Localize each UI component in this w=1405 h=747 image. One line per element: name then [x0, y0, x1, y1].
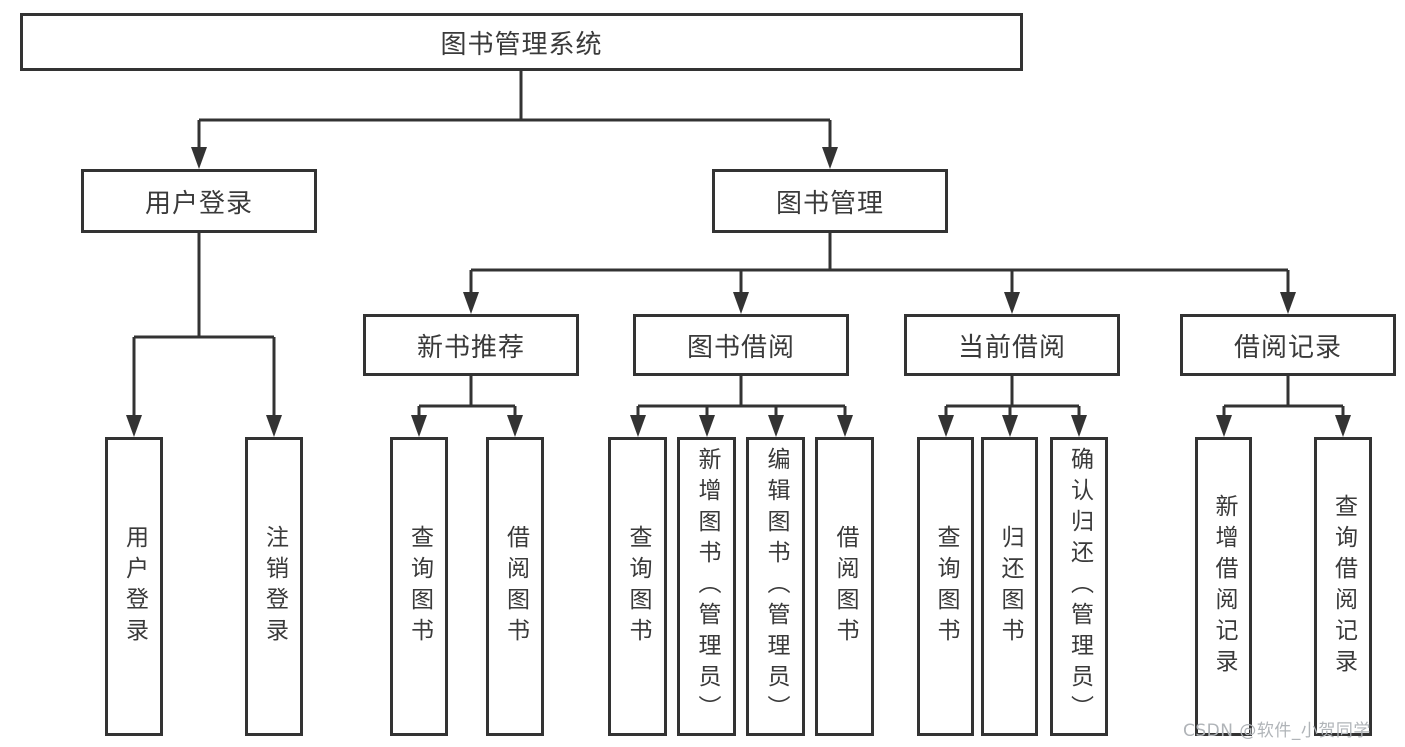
- arrowheads: [126, 147, 1351, 437]
- arrowhead-icon: [1002, 415, 1018, 437]
- arrowhead-icon: [1280, 292, 1296, 314]
- node-label: 新增借阅记录: [1211, 493, 1237, 680]
- node-label: 当前借阅: [957, 332, 1066, 363]
- leaf-edit-books-admin: 编辑图书（管理员）: [746, 437, 805, 736]
- arrowhead-icon: [507, 415, 523, 437]
- leaf-return-books: 归还图书: [981, 437, 1038, 736]
- leaf-user-login: 用户登录: [105, 437, 163, 736]
- node-label: 图书借阅: [686, 332, 795, 363]
- node-label: 新书推荐: [416, 332, 525, 363]
- node-label: 图书管理: [775, 188, 884, 219]
- leaf-add-borrow-record: 新增借阅记录: [1195, 437, 1252, 736]
- arrowhead-icon: [822, 147, 838, 169]
- arrowhead-icon: [733, 292, 749, 314]
- node-label: 借阅记录: [1233, 332, 1342, 363]
- arrowhead-icon: [1071, 415, 1087, 437]
- arrowhead-icon: [126, 415, 142, 437]
- leaf-query-books-current: 查询图书: [917, 437, 974, 736]
- leaf-logout: 注销登录: [245, 437, 303, 736]
- connector-user-login: [132, 233, 276, 418]
- arrowhead-icon: [1004, 292, 1020, 314]
- leaf-query-books-borrowing: 查询图书: [608, 437, 667, 736]
- arrowhead-icon: [1335, 415, 1351, 437]
- leaf-add-books-admin: 新增图书（管理员）: [677, 437, 736, 736]
- node-label: 查询图书: [406, 524, 433, 649]
- connector-book-management: [469, 233, 1290, 295]
- connector-borrowing-records: [1222, 376, 1345, 418]
- watermark: CSDN @软件_小贺同学: [1183, 721, 1371, 741]
- node-book-management: 图书管理: [712, 169, 948, 233]
- leaf-query-books-recommend: 查询图书: [390, 437, 448, 736]
- leaf-borrow-books-recommend: 借阅图书: [486, 437, 544, 736]
- arrowhead-icon: [463, 292, 479, 314]
- arrowhead-icon: [411, 415, 427, 437]
- arrowhead-icon: [938, 415, 954, 437]
- node-new-book-recommend: 新书推荐: [363, 314, 579, 376]
- node-label: 查询图书: [933, 524, 959, 649]
- node-label: 归还图书: [997, 524, 1023, 649]
- node-label: 用户登录: [121, 524, 148, 649]
- leaf-query-borrow-record: 查询借阅记录: [1314, 437, 1372, 736]
- arrowhead-icon: [1216, 415, 1232, 437]
- leaf-confirm-return-admin: 确认归还（管理员）: [1050, 437, 1108, 736]
- node-label: 注销登录: [261, 524, 288, 649]
- connector-new-book-recommend: [417, 376, 517, 418]
- connector-current-borrowing: [944, 376, 1081, 418]
- arrowhead-icon: [837, 415, 853, 437]
- node-label: 新增图书（管理员）: [694, 447, 720, 726]
- node-label: 编辑图书（管理员）: [763, 447, 789, 726]
- node-label: 借阅图书: [502, 524, 529, 649]
- arrowhead-icon: [191, 147, 207, 169]
- node-current-borrowing: 当前借阅: [904, 314, 1120, 376]
- connector-root: [197, 71, 832, 150]
- node-label: 查询借阅记录: [1330, 493, 1357, 680]
- node-borrowing-records: 借阅记录: [1180, 314, 1396, 376]
- arrowhead-icon: [630, 415, 646, 437]
- node-label: 图书管理系统: [440, 29, 603, 60]
- node-label: 用户登录: [144, 188, 253, 219]
- arrowhead-icon: [699, 415, 715, 437]
- leaf-borrow-books: 借阅图书: [815, 437, 874, 736]
- arrowhead-icon: [768, 415, 784, 437]
- node-label: 查询图书: [625, 524, 651, 649]
- node-label: 确认归还（管理员）: [1066, 447, 1093, 726]
- node-user-login: 用户登录: [81, 169, 317, 233]
- connector-book-borrowing: [636, 376, 847, 418]
- node-label: 借阅图书: [832, 524, 858, 649]
- node-book-borrowing: 图书借阅: [633, 314, 849, 376]
- node-root: 图书管理系统: [20, 13, 1023, 71]
- arrowhead-icon: [266, 415, 282, 437]
